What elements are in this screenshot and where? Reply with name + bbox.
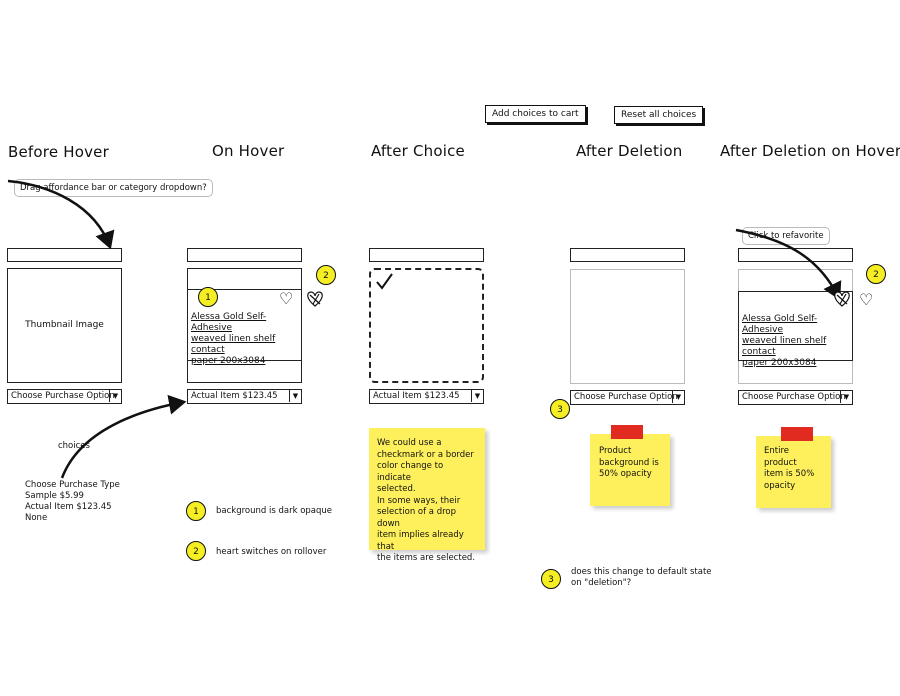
- sticky-note-after-deletion-hover: Entire product item is 50% opacity: [756, 436, 831, 508]
- select-value: Choose Purchase Option: [11, 391, 115, 401]
- arrow-to-drag-bar: [7, 179, 115, 250]
- drag-affordance-bar[interactable]: [187, 248, 302, 262]
- product-card-deleted[interactable]: [570, 269, 685, 384]
- note-line: checkmark or a border: [377, 449, 474, 460]
- checkmark-icon: [376, 273, 393, 290]
- product-title-line[interactable]: Alessa Gold Self-Adhesive: [742, 314, 818, 335]
- heading-before-hover: Before Hover: [8, 143, 109, 161]
- product-overlay[interactable]: Alessa Gold Self-Adhesive weaved linen s…: [187, 289, 302, 366]
- note-line: opacity: [764, 480, 796, 491]
- drag-affordance-bar[interactable]: [738, 248, 853, 262]
- note-line: color change to indicate: [377, 461, 444, 483]
- select-value: Actual Item $123.45: [191, 391, 278, 401]
- note-line: Entire product: [764, 446, 797, 468]
- product-card-selected[interactable]: [369, 268, 484, 383]
- arrow-to-refavorite: [735, 228, 842, 301]
- note-line: selected.: [377, 484, 416, 494]
- product-title-line[interactable]: weaved linen shelf contact: [191, 334, 276, 355]
- purchase-option-select[interactable]: Choose Purchase Option ▼: [738, 390, 853, 405]
- marker-2-icon: 2: [866, 264, 886, 284]
- tape-decoration: [611, 425, 643, 439]
- purchase-option-select[interactable]: Choose Purchase Option ▼: [7, 389, 122, 404]
- legend-marker-1-icon: 1: [186, 501, 206, 521]
- choices-label: choices: [58, 441, 90, 451]
- thumbnail-label: Thumbnail Image: [25, 320, 104, 330]
- heading-after-deletion-hover: After Deletion on Hover: [720, 142, 900, 160]
- note-line: item implies already that: [377, 530, 464, 552]
- choice-item: Actual Item $123.45: [25, 502, 112, 512]
- drag-affordance-bar[interactable]: [7, 248, 122, 262]
- marker-2-icon: 2: [316, 265, 336, 285]
- legend-item-3: does this change to default state on "de…: [571, 567, 712, 589]
- choice-item: Sample $5.99: [25, 491, 84, 501]
- legend-marker-2-icon: 2: [186, 541, 206, 561]
- note-line: Product: [599, 446, 632, 456]
- product-title-line[interactable]: Alessa Gold Self-Adhesive: [191, 312, 267, 333]
- reset-all-choices-button[interactable]: Reset all choices: [614, 106, 704, 124]
- sticky-note-after-deletion: Product background is 50% opacity: [590, 434, 670, 506]
- product-overlay[interactable]: Alessa Gold Self-Adhesive weaved linen s…: [738, 291, 853, 368]
- heading-after-choice: After Choice: [371, 142, 465, 160]
- heading-after-deletion: After Deletion: [576, 142, 683, 160]
- note-line: 50% opacity: [599, 469, 652, 479]
- note-line: background is: [599, 457, 659, 468]
- legend-item-1: background is dark opaque: [216, 506, 333, 516]
- choice-item: None: [25, 513, 48, 523]
- choices-list: Choose Purchase Type Sample $5.99 Actual…: [25, 480, 120, 524]
- dropdown-arrow-icon: ▼: [840, 391, 852, 403]
- sticky-note-after-choice: We could use a checkmark or a border col…: [369, 428, 485, 563]
- dropdown-arrow-icon: ▼: [109, 390, 121, 402]
- choice-item: Choose Purchase Type: [25, 480, 120, 490]
- dropdown-arrow-icon: ▼: [289, 390, 301, 402]
- product-title-line[interactable]: weaved linen shelf contact: [742, 336, 827, 357]
- drag-affordance-bar[interactable]: [369, 248, 484, 262]
- note-line: selection of a drop down: [377, 507, 457, 529]
- product-card-before-hover[interactable]: Thumbnail Image: [7, 268, 122, 383]
- broken-heart-icon: [834, 291, 850, 307]
- product-title-line[interactable]: paper 200x3084: [191, 356, 266, 366]
- legend-item-3-line: on "deletion"?: [571, 578, 632, 588]
- note-line: item is 50%: [764, 469, 815, 479]
- note-line: We could use a: [377, 438, 442, 448]
- drag-affordance-callout: Drag affordance bar or category dropdown…: [14, 179, 213, 197]
- heading-on-hover: On Hover: [212, 142, 285, 160]
- legend-item-3-line: does this change to default state: [571, 567, 712, 577]
- purchase-option-select[interactable]: Choose Purchase Option ▼: [570, 390, 685, 405]
- marker-3-icon: 3: [550, 399, 570, 419]
- dropdown-arrow-icon: ▼: [672, 391, 684, 403]
- dropdown-arrow-icon: ▼: [471, 390, 483, 402]
- select-value: Choose Purchase Option: [574, 392, 678, 402]
- purchase-option-select[interactable]: Actual Item $123.45 ▼: [369, 389, 484, 404]
- heart-icon[interactable]: ♡: [859, 290, 874, 309]
- select-value: Actual Item $123.45: [373, 391, 460, 401]
- marker-1-icon: 1: [198, 287, 218, 307]
- arrow-to-dropdown: [60, 394, 187, 479]
- note-line: the items are selected.: [377, 553, 476, 563]
- purchase-option-select[interactable]: Actual Item $123.45 ▼: [187, 389, 302, 404]
- broken-heart-icon: [307, 291, 323, 307]
- tape-decoration: [781, 427, 813, 441]
- add-choices-to-cart-button[interactable]: Add choices to cart: [485, 105, 586, 123]
- note-line: In some ways, their: [377, 495, 461, 506]
- legend-marker-3-icon: 3: [541, 569, 561, 589]
- product-title-line[interactable]: paper 200x3084: [742, 358, 817, 368]
- drag-affordance-bar[interactable]: [570, 248, 685, 262]
- select-value: Choose Purchase Option: [742, 392, 846, 402]
- legend-item-2: heart switches on rollover: [216, 547, 327, 557]
- heart-icon[interactable]: ♡: [279, 289, 294, 308]
